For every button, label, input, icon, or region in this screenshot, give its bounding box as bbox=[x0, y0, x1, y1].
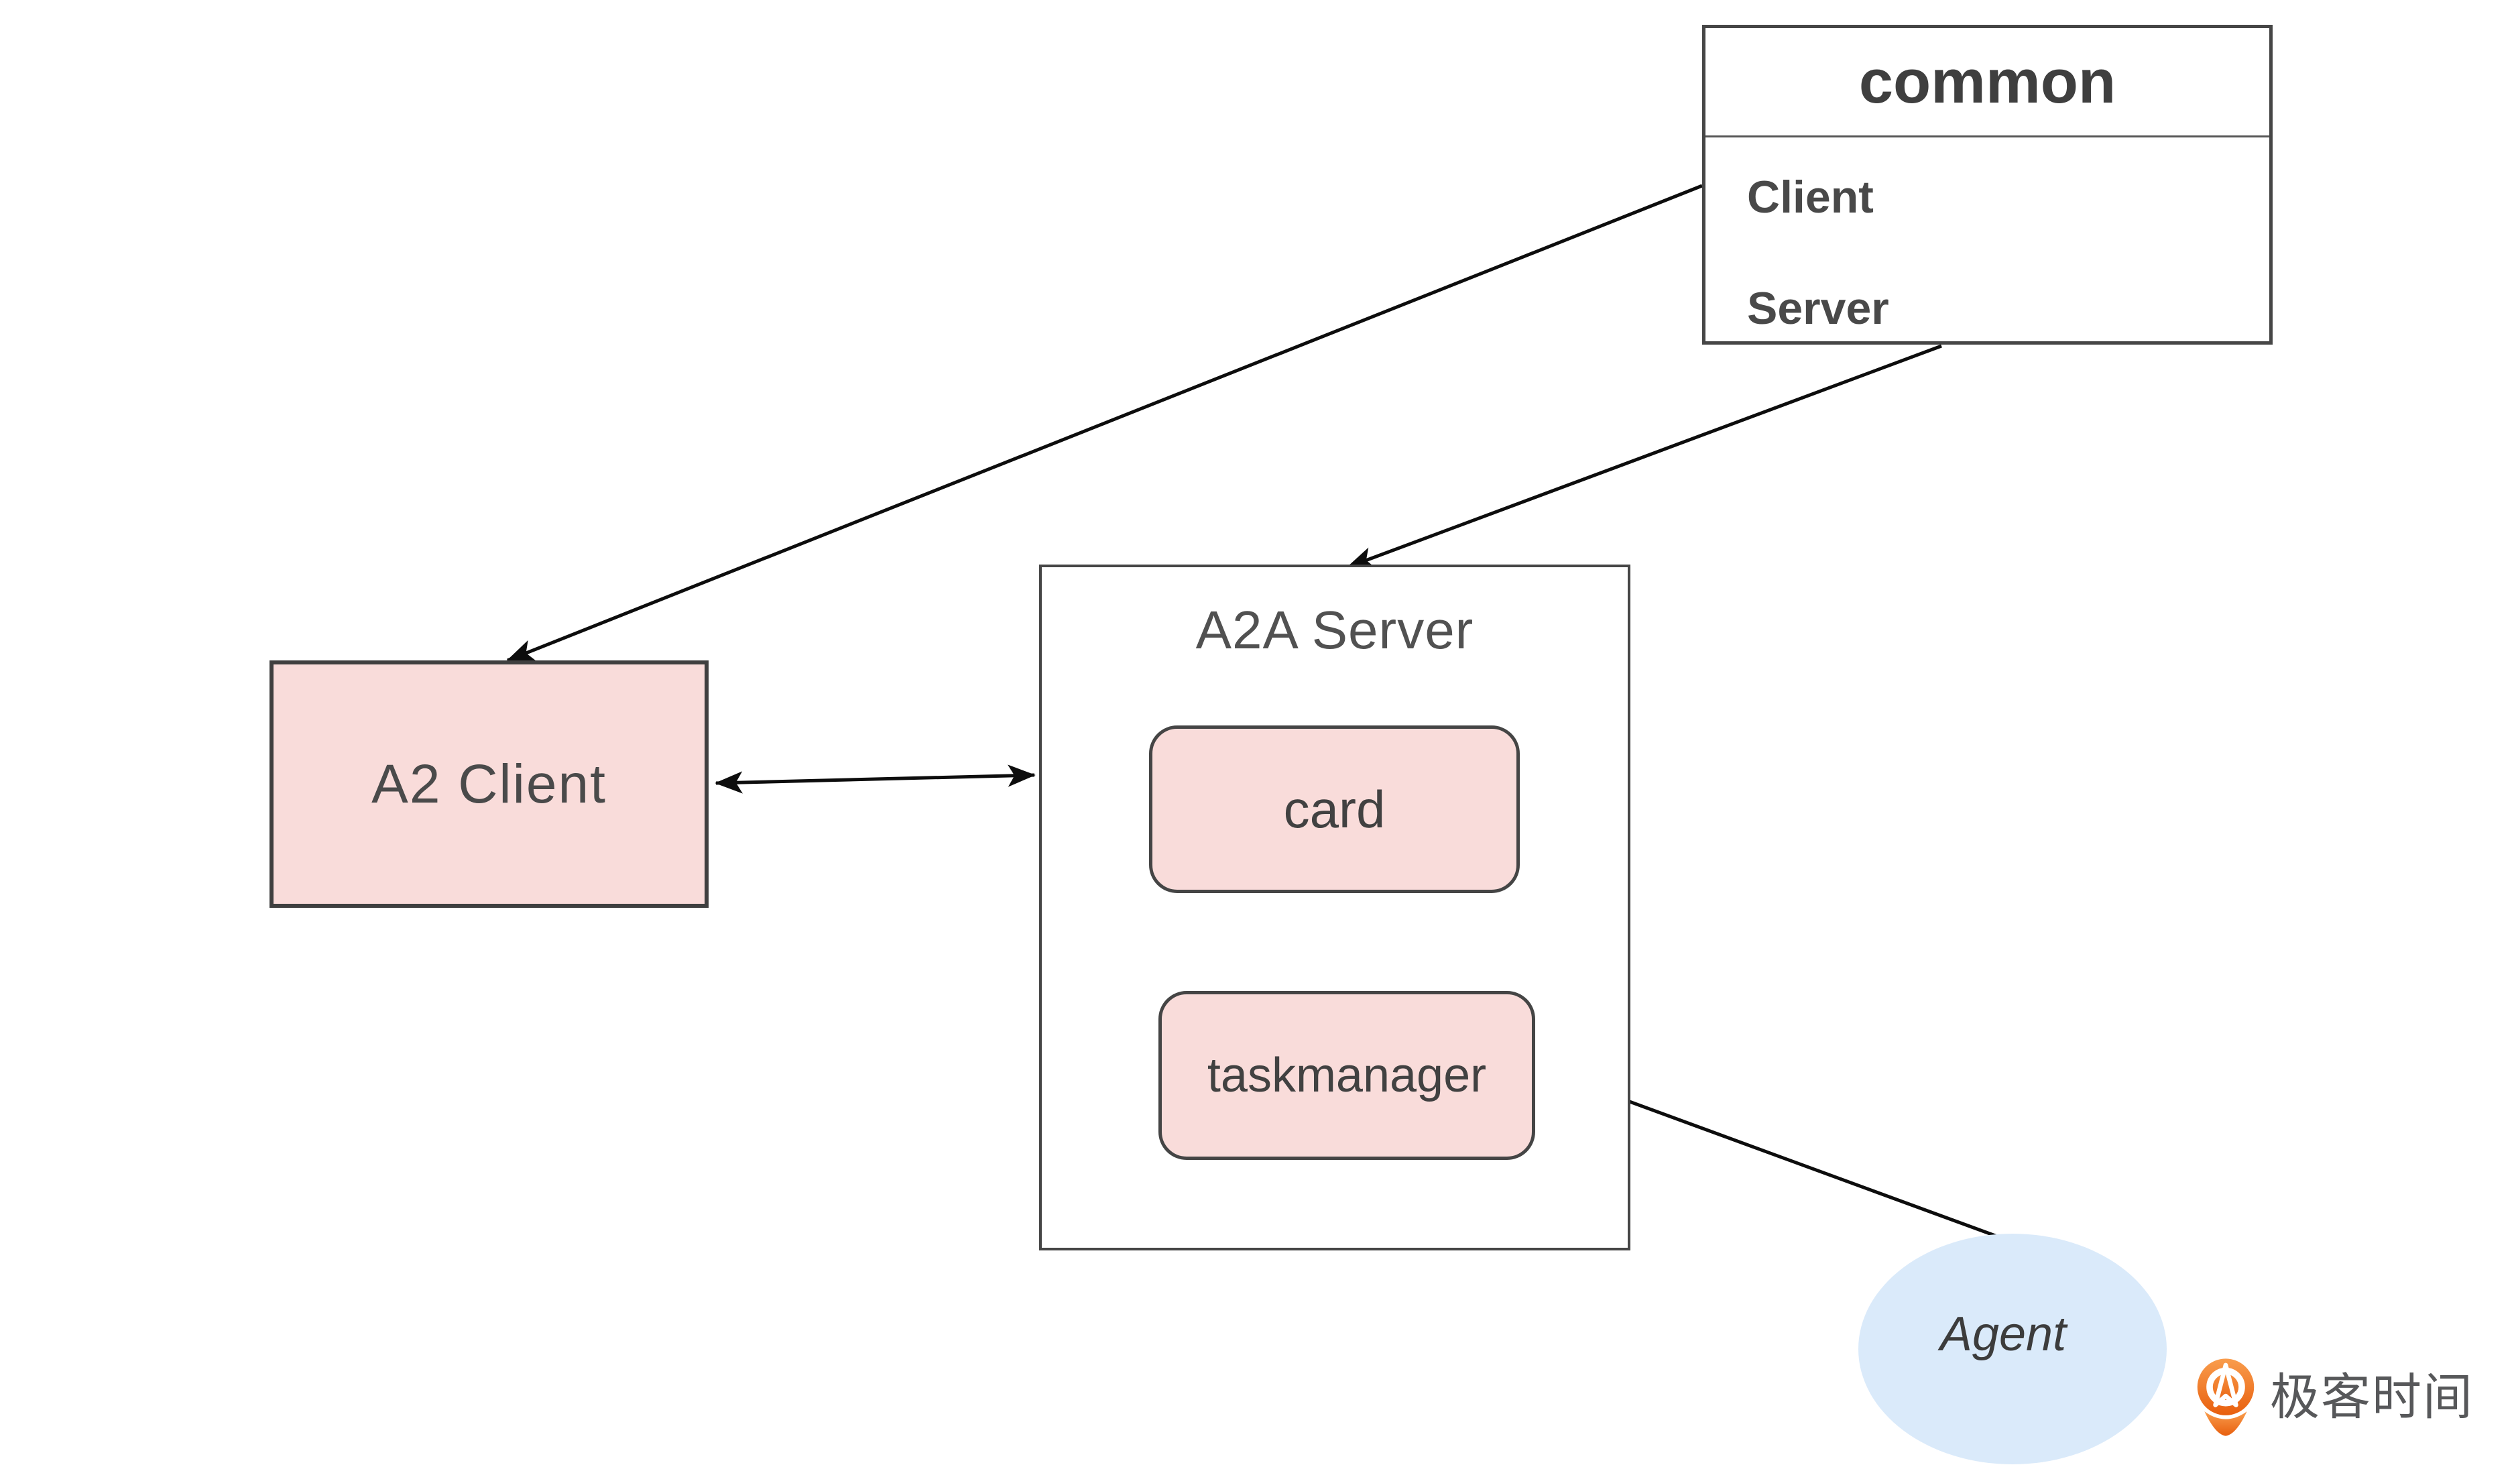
agent-label: Agent bbox=[1939, 1307, 2067, 1361]
common-class-box: common Client Server bbox=[1702, 25, 2273, 345]
common-title: common bbox=[1705, 28, 2269, 137]
card-box: card bbox=[1149, 725, 1520, 893]
arrow-common-to-a2aserver bbox=[1346, 344, 1942, 569]
common-row-client: Client bbox=[1747, 172, 1874, 223]
geektime-logo-text: 极客时间 bbox=[2270, 1369, 2474, 1425]
geektime-logo: 极客时间 bbox=[2194, 1357, 2474, 1437]
geektime-pin-icon bbox=[2197, 1358, 2255, 1436]
agent-ellipse: Agent bbox=[1858, 1234, 2167, 1464]
a2-client-box: A2 Client bbox=[269, 660, 709, 908]
arrow-common-to-a2client bbox=[506, 184, 1703, 662]
taskmanager-box: taskmanager bbox=[1158, 991, 1535, 1160]
arrow-a2client-a2aserver-bidirectional bbox=[715, 764, 1036, 794]
a2-client-label: A2 Client bbox=[371, 753, 607, 815]
taskmanager-label: taskmanager bbox=[1207, 1049, 1487, 1102]
common-row-server: Server bbox=[1747, 283, 1889, 334]
card-label: card bbox=[1283, 779, 1386, 839]
a2a-server-title: A2A Server bbox=[1195, 600, 1474, 660]
